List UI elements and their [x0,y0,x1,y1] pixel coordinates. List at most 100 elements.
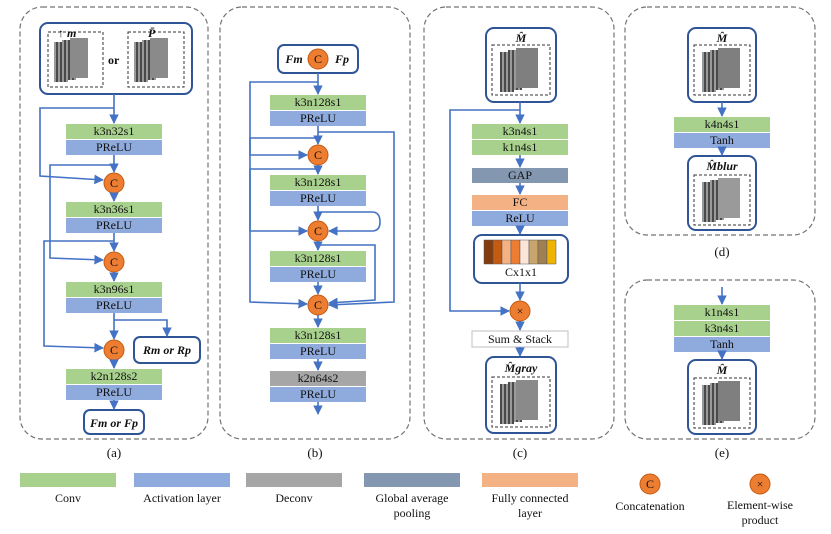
legend-concat-symbol: C [646,477,654,491]
legend-swatch-deconv [246,473,342,487]
conv-block [66,369,162,384]
conv-label: k3n128s1 [295,95,342,109]
channel-weight-bar [483,239,494,265]
panel-b: Fm C Fp k3n128s1 PReLU C k3n128s1 PReLU … [219,6,411,460]
conv-block [270,251,366,266]
legend-deconv-label: Deconv [275,491,312,505]
legend-swatch-activation [134,473,230,487]
activation-block [270,387,366,402]
conv-label: k3n4s1 [503,124,538,138]
gap-label: GAP [508,168,532,182]
conv-label: k3n128s1 [295,328,342,342]
legend: Conv Activation layer Deconv Global aver… [20,473,793,527]
input-image-label: M̂ [515,31,527,45]
concat-symbol: C [110,343,118,357]
legend-conv-label: Conv [55,491,81,505]
activation-label: PReLU [96,140,132,154]
channel-weight-bar [528,239,539,265]
activation-block [674,337,770,352]
concat-symbol: C [314,148,322,162]
output-image-label: M̂ [716,363,728,377]
conv-block [472,140,568,155]
input-fm-label: Fm [284,52,302,66]
sum-stack-label: Sum & Stack [488,332,552,346]
activation-label: PReLU [96,385,132,399]
channel-weight-bar [546,239,557,265]
output-box [83,409,145,435]
output-image-label: M̂gray [504,361,538,375]
deconv-label: k2n64s2 [298,371,339,385]
legend-activation-label: Activation layer [143,491,221,505]
input-p-label: P̄ [148,26,156,40]
activation-block [674,133,770,148]
input-fp-label: Fp [334,52,349,66]
conv-block [674,321,770,336]
conv-block [472,124,568,139]
panel-a-caption: (a) [107,445,121,460]
concat-symbol: C [110,176,118,190]
activation-block [66,140,162,155]
conv-block [674,117,770,132]
conv-block [66,202,162,217]
panel-a-connectors [39,94,172,410]
concat-symbol: C [314,52,322,66]
activation-label: PReLU [96,218,132,232]
legend-fc-label-2: layer [518,506,542,520]
conv-block [270,328,366,343]
activation-label: Tanh [710,337,734,351]
conv-label: k3n96s1 [94,282,135,296]
activation-label: Tanh [710,133,734,147]
conv-block [270,175,366,190]
concat-symbol: C [314,224,322,238]
fc-label: FC [513,195,528,209]
fc-block [472,195,568,210]
legend-fc-label-1: Fully connected [492,491,569,505]
panel-c-frame [423,6,615,440]
activation-block [472,211,568,226]
legend-swatch-gap [364,473,460,487]
conv-label: k3n128s1 [295,175,342,189]
conv-label: k4n4s1 [705,117,740,131]
activation-block [270,344,366,359]
side-output-label: Rm or Rp [142,343,191,357]
panel-c-connectors [449,102,525,357]
panel-e-caption: (e) [715,445,729,460]
panel-b-frame [219,6,411,440]
activation-block [270,111,366,126]
input-image-label: M̂ [716,31,728,45]
deconv-block [270,371,366,386]
activation-label: PReLU [300,344,336,358]
output-label: Fm or Fp [89,416,138,430]
channel-weight-bar [537,239,548,265]
legend-concat-label: Concatenation [615,499,684,513]
panel-e-frame [624,279,816,440]
panel-d-frame [624,6,816,236]
conv-label: k2n128s2 [91,369,138,383]
output-image-label: M̂blur [705,159,738,173]
concat-node [307,48,329,70]
input-upsampled-label: ↑ m [58,26,76,40]
legend-concat-icon [639,473,661,495]
product-symbol: × [517,304,524,318]
activation-label: ReLU [505,211,535,225]
panel-c-caption: (c) [513,445,527,460]
conv-block [66,282,162,297]
concat-symbol: C [110,255,118,269]
panel-c: M̂ k3n4s1 k1n4s1 GAP FC ReLU Cx1x1 × Sum… [423,6,615,460]
conv-block [66,124,162,139]
legend-swatch-fc [482,473,578,487]
gap-block [472,168,568,183]
conv-label: k1n4s1 [705,305,740,319]
activation-label: PReLU [96,298,132,312]
activation-label: PReLU [300,267,336,281]
conv-label: k3n32s1 [94,124,135,138]
activation-label: PReLU [300,387,336,401]
panel-d: M̂ k4n4s1 Tanh M̂blur (d) [624,6,816,259]
legend-product-label-1: Element-wise [727,498,793,512]
legend-product-icon [749,473,771,495]
channel-weight-bars [483,239,557,265]
legend-product-label-2: product [742,513,779,527]
legend-product-symbol: × [757,477,764,491]
conv-label: k1n4s1 [503,140,538,154]
